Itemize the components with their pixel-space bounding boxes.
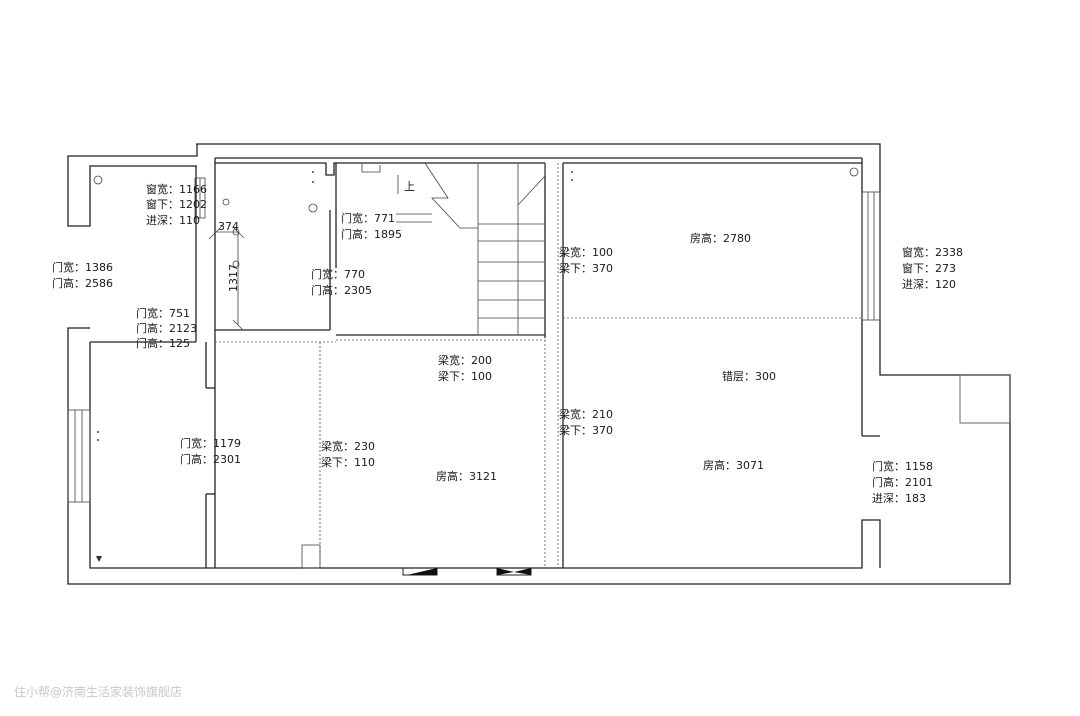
label-door1179-2: 门高：2301: [180, 452, 241, 466]
dimension-lines: [208, 223, 245, 331]
label-window-tl-3: 进深：110: [146, 214, 200, 227]
labels: 窗宽：1166 窗下：1202 进深：110 门宽：1386 门高：2586 门…: [52, 180, 963, 505]
label-beam100-2: 梁下：370: [559, 261, 613, 275]
label-door-right-1: 门宽：1158: [872, 459, 933, 473]
beams: [215, 163, 862, 568]
label-window-tl-2: 窗下：1202: [146, 197, 207, 211]
label-door-right-2: 门高：2101: [872, 475, 933, 489]
label-door-right-3: 进深：183: [872, 492, 926, 505]
label-beam200-2: 梁下：100: [438, 369, 492, 383]
label-stair-door-1: 门宽：771: [341, 211, 395, 225]
label-stair-up: 上: [404, 180, 415, 193]
watermark: 住小帮@济南生活家装饰旗舰店: [14, 685, 183, 699]
label-beam210-2: 梁下：370: [559, 423, 613, 437]
windows: [67, 177, 1011, 503]
label-window-r-2: 窗下：273: [902, 261, 956, 275]
label-window-r-3: 进深：120: [902, 278, 956, 291]
label-window-tl-1: 窗宽：1166: [146, 182, 207, 196]
label-door751-2: 门高：2123: [136, 321, 197, 335]
staircase: [361, 162, 546, 336]
outer-walls: [67, 143, 1011, 585]
label-beam230-1: 梁宽：230: [321, 439, 375, 453]
label-window-r-1: 窗宽：2338: [902, 245, 963, 259]
label-door751-1: 门宽：751: [136, 306, 190, 320]
label-door751-3: 门高：125: [136, 336, 190, 350]
label-height-3121: 房高：3121: [436, 469, 497, 483]
label-height-3071: 房高：3071: [703, 458, 764, 472]
label-dim-1317: 1317: [227, 264, 240, 292]
label-beam210-1: 梁宽：210: [559, 407, 613, 421]
label-small-door-2: 门高：2305: [311, 283, 372, 297]
label-beam230-2: 梁下：110: [321, 455, 375, 469]
label-beam200-1: 梁宽：200: [438, 353, 492, 367]
label-left-door-1: 门宽：1386: [52, 260, 113, 274]
label-dim-374: 374: [218, 220, 239, 233]
label-stair-door-2: 门高：1895: [341, 227, 402, 241]
label-height-2780: 房高：2780: [690, 231, 751, 245]
interior-walls: [205, 162, 862, 568]
label-small-door-1: 门宽：770: [311, 267, 365, 281]
label-left-door-2: 门高：2586: [52, 276, 113, 290]
label-door1179-1: 门宽：1179: [180, 436, 241, 450]
label-loft: 错层：300: [722, 369, 776, 383]
label-beam100-1: 梁宽：100: [559, 245, 613, 259]
